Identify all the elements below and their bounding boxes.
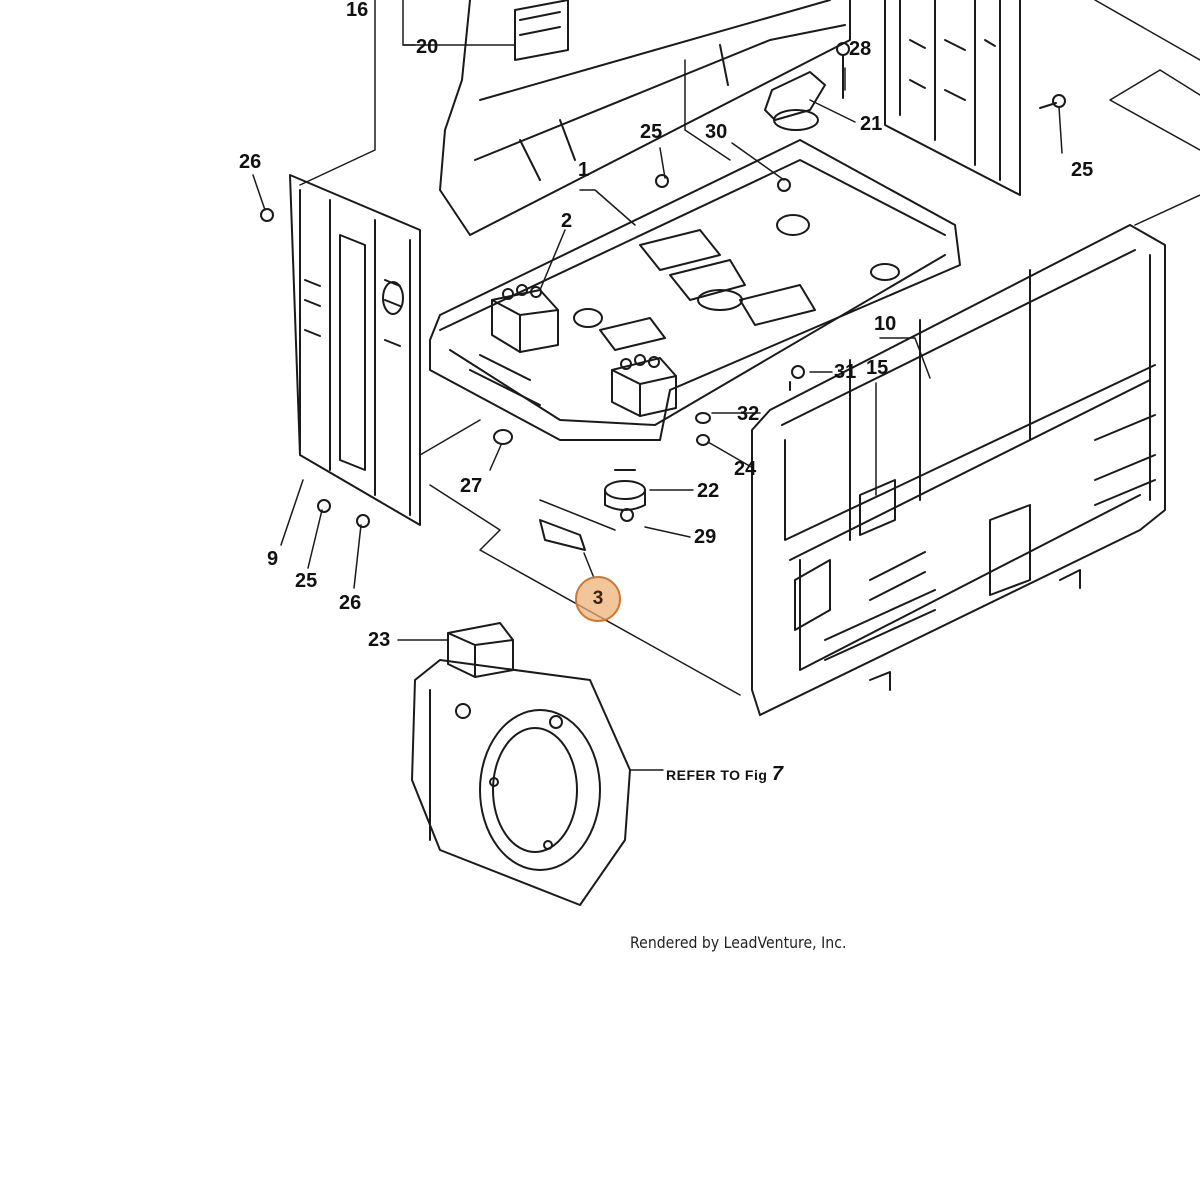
refer-to-fig-note[interactable]: REFER TO Fig 7	[666, 763, 783, 786]
callout-30[interactable]: 30	[705, 121, 728, 143]
base-frame	[429, 139, 961, 441]
callout-32[interactable]: 32	[737, 403, 760, 425]
callout-25-top[interactable]: 25	[640, 121, 663, 143]
callout-21[interactable]: 21	[860, 113, 883, 135]
callout-9[interactable]: 9	[267, 548, 279, 570]
callout-29[interactable]: 29	[694, 526, 717, 548]
callout-23[interactable]: 23	[368, 629, 391, 651]
rubber-mount-blocks	[491, 284, 677, 417]
callout-15[interactable]: 15	[866, 357, 889, 379]
callout-2[interactable]: 2	[561, 210, 573, 232]
render-credit: Rendered by LeadVenture, Inc.	[630, 933, 847, 952]
left-upright-rail	[289, 174, 421, 526]
top-frame-assembly	[439, 0, 851, 236]
callout-10[interactable]: 10	[874, 313, 897, 335]
side-panel	[751, 224, 1166, 716]
callout-3-highlighted[interactable]: 3	[575, 576, 621, 622]
callout-1[interactable]: 1	[578, 159, 590, 181]
callout-24[interactable]: 24	[734, 458, 757, 480]
refer-text: REFER TO Fig	[666, 767, 768, 783]
callout-25-left[interactable]: 25	[295, 570, 318, 592]
callout-16[interactable]: 16	[346, 0, 369, 21]
callout-26-top[interactable]: 26	[239, 151, 262, 173]
callout-26-bottom[interactable]: 26	[339, 592, 362, 614]
blower-housing	[411, 622, 631, 906]
callout-27[interactable]: 27	[460, 475, 483, 497]
callout-20[interactable]: 20	[416, 36, 439, 58]
hardware-parts	[260, 42, 1066, 551]
refer-fig-number: 7	[771, 763, 784, 785]
leader-lines	[252, 0, 1200, 771]
callout-28[interactable]: 28	[849, 38, 872, 60]
callout-22[interactable]: 22	[697, 480, 720, 502]
callout-25-right[interactable]: 25	[1071, 159, 1094, 181]
callout-31[interactable]: 31	[834, 361, 857, 383]
right-upright-rail	[884, 0, 1021, 196]
